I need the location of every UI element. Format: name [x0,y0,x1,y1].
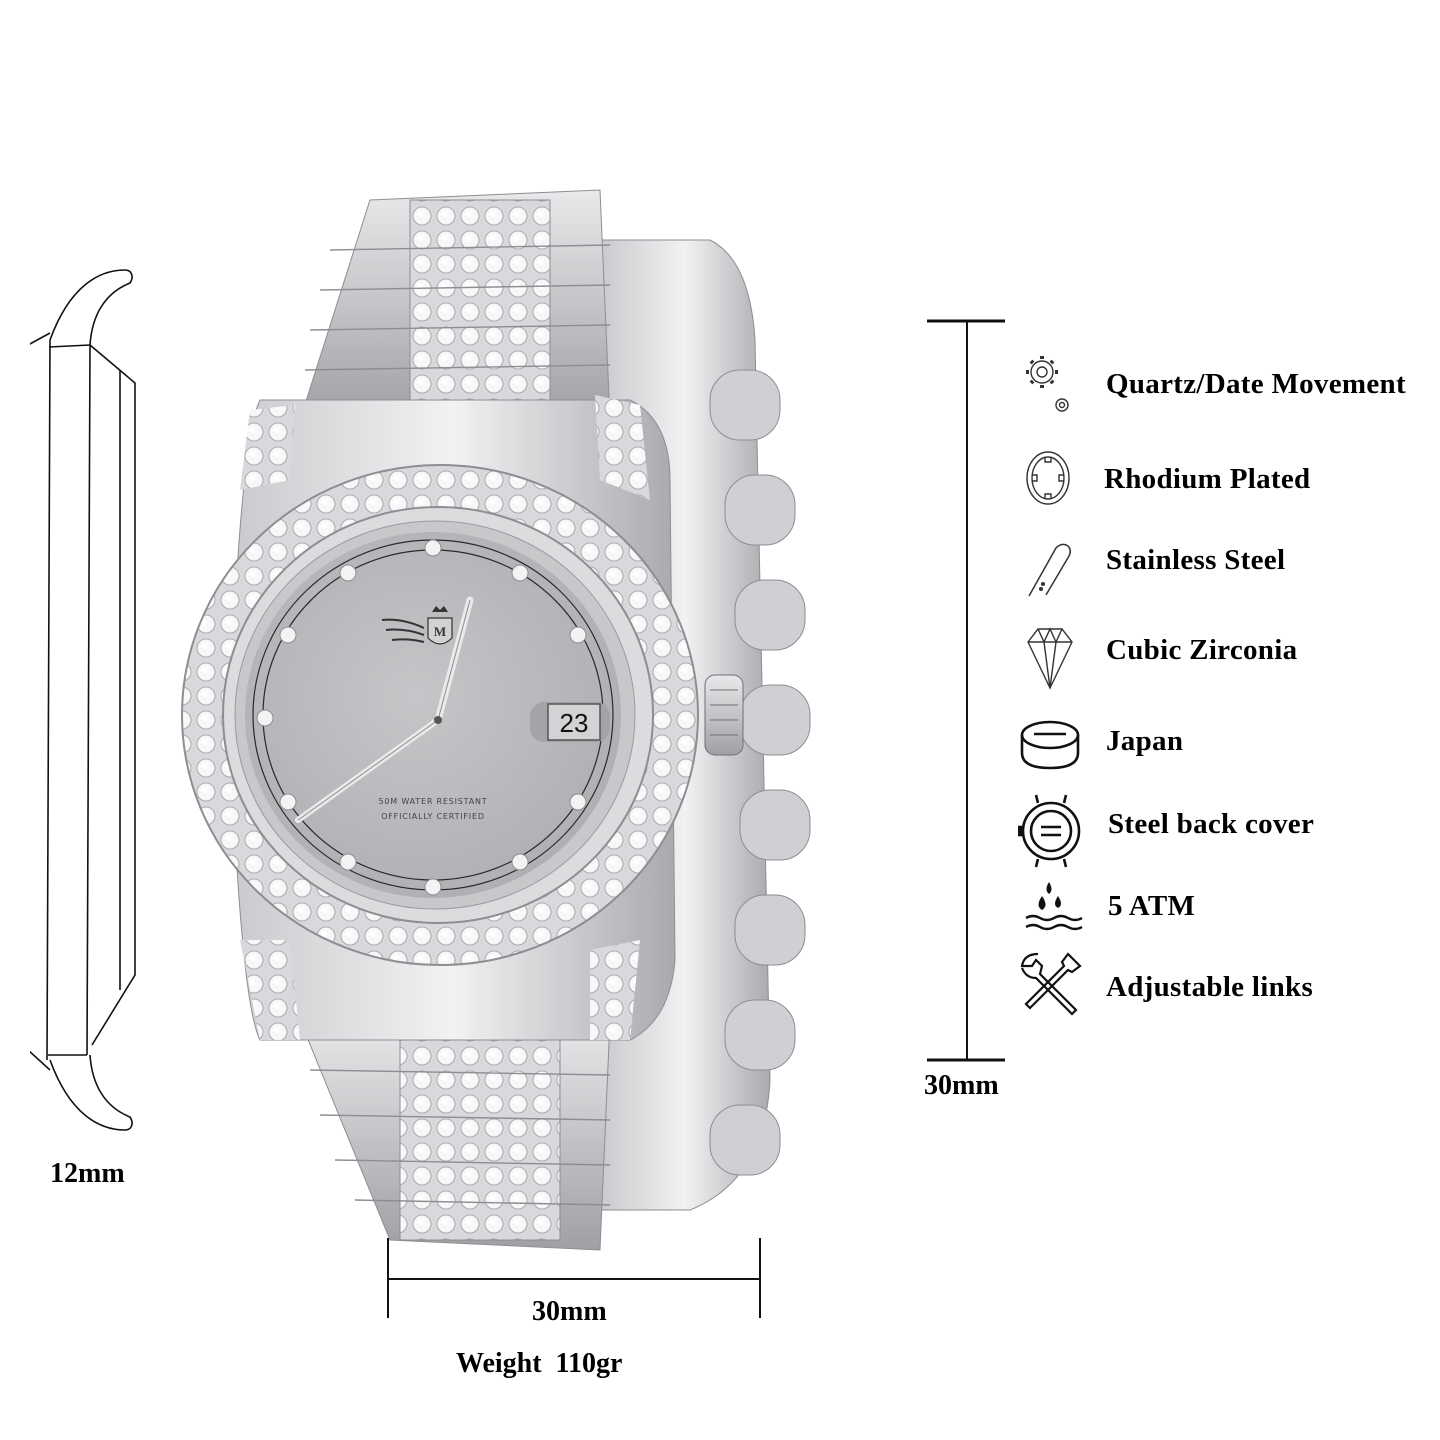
watch-dial [245,532,621,898]
logo-letter: M [434,624,446,639]
height-dimension-line [927,318,1007,1063]
case-thickness-label: 12mm [50,1158,125,1189]
feature-label-material: Stainless Steel [1106,544,1286,576]
hour-markers [256,539,587,896]
plated-ring-icon [1024,448,1084,508]
brand-logo [381,606,453,645]
feature-label-links: Adjustable links [1106,971,1314,1003]
weight-label: Weight 110gr [456,1348,623,1379]
feature-label-origin: Japan [1106,725,1184,757]
dial-text-water-resistant: 50M WATER RESISTANT [379,797,488,806]
date-value: 23 [560,708,589,738]
bracelet-bottom [299,1009,611,1251]
dial-text-certified: OFFICIALLY CERTIFIED [381,812,485,821]
watch-illustration: M 23 50M WATER RESISTANT OFFICIALLY CERT… [170,180,850,1260]
case-width-label: 30mm [532,1296,607,1327]
tools-icon [1018,950,1082,1016]
feature-label-backcover: Steel back cover [1108,808,1315,840]
feature-label-movement: Quartz/Date Movement [1106,368,1406,400]
watch-hands [295,596,474,823]
gears-icon [1022,350,1082,412]
bracelet-top [299,189,611,431]
watch-back-icon [1018,793,1081,868]
width-dimension-line [386,1238,762,1320]
feature-label-water: 5 ATM [1108,890,1196,922]
diamond-icon [1026,626,1086,690]
date-window [547,703,601,741]
case-profile-drawing [30,265,180,1135]
feature-label-stones: Cubic Zirconia [1106,634,1298,666]
feature-label-plating: Rhodium Plated [1104,463,1311,495]
case-height-label: 30mm [924,1070,999,1101]
steel-bar-icon [1026,540,1086,600]
water-drops-icon [1022,880,1083,940]
watch-crown [704,674,744,756]
battery-icon [1018,718,1080,778]
